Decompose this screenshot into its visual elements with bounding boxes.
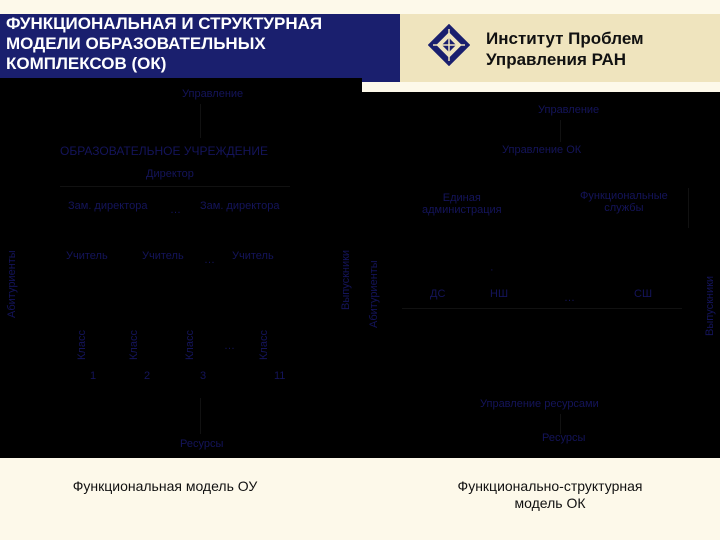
r-top: Управление [538, 104, 600, 116]
l-n4: 11 [274, 370, 286, 382]
r-dot: · [490, 264, 494, 276]
l-left-vertical: Абитуриенты [6, 250, 18, 318]
l-t2: Учитель [142, 250, 184, 262]
r-k-dots: … [564, 292, 575, 304]
r-resources-mgmt: Управление ресурсами [480, 398, 599, 410]
func-border [688, 188, 689, 228]
r-func: Функциональные службы [580, 190, 668, 214]
l-director: Директор [146, 168, 194, 180]
l-org-unit: ОБРАЗОВАТЕЛЬНОЕ УЧРЕЖДЕНИЕ [60, 144, 268, 158]
institute-logo-icon [428, 24, 470, 66]
l-n2: 2 [144, 370, 151, 382]
r-bottom: Ресурсы [542, 432, 586, 444]
r-right-vertical: Выпускники [704, 275, 716, 336]
arrow-top [200, 104, 201, 138]
h-line-1 [60, 186, 290, 187]
l-top: Управление [182, 88, 244, 100]
arrow-bottom [200, 398, 201, 434]
l-bottom: Ресурсы [180, 438, 224, 450]
h-line [402, 308, 682, 309]
l-n3: 3 [200, 370, 207, 382]
l-dep-dots: … [170, 204, 181, 216]
l-dep1: Зам. директора [68, 200, 148, 212]
r-council: Управление ОК [502, 144, 582, 156]
r-admin: Единая администрация [422, 192, 502, 216]
l-n1: 1 [90, 370, 97, 382]
org-name: Институт Проблем Управления РАН [486, 29, 644, 69]
arrow-bottom [560, 414, 561, 434]
r-k3: СШ [634, 288, 653, 300]
caption-structural-model: Функционально-структурная модель ОК [457, 478, 643, 511]
l-t3: Учитель [232, 250, 274, 262]
l-c4: Класс [258, 330, 270, 360]
l-c-dots: … [224, 340, 235, 352]
r-left-vertical: Абитуриенты [368, 260, 380, 328]
l-c3: Класс [184, 330, 196, 360]
l-t-dots: … [204, 254, 215, 266]
r-k2: НШ [490, 288, 509, 300]
l-right-vertical: Выпускники [340, 249, 352, 310]
l-dep2: Зам. директора [200, 200, 280, 212]
l-t1: Учитель [66, 250, 108, 262]
r-k1: ДС [430, 288, 446, 300]
arrow-top [560, 120, 561, 142]
structural-model-diagram: Управление Управление ОК Единая админист… [362, 92, 720, 458]
functional-model-diagram: Управление ОБРАЗОВАТЕЛЬНОЕ УЧРЕЖДЕНИЕ Ди… [0, 78, 362, 458]
caption-functional-model: Функциональная модель ОУ [72, 478, 258, 494]
l-c1: Класс [76, 330, 88, 360]
l-c2: Класс [128, 330, 140, 360]
